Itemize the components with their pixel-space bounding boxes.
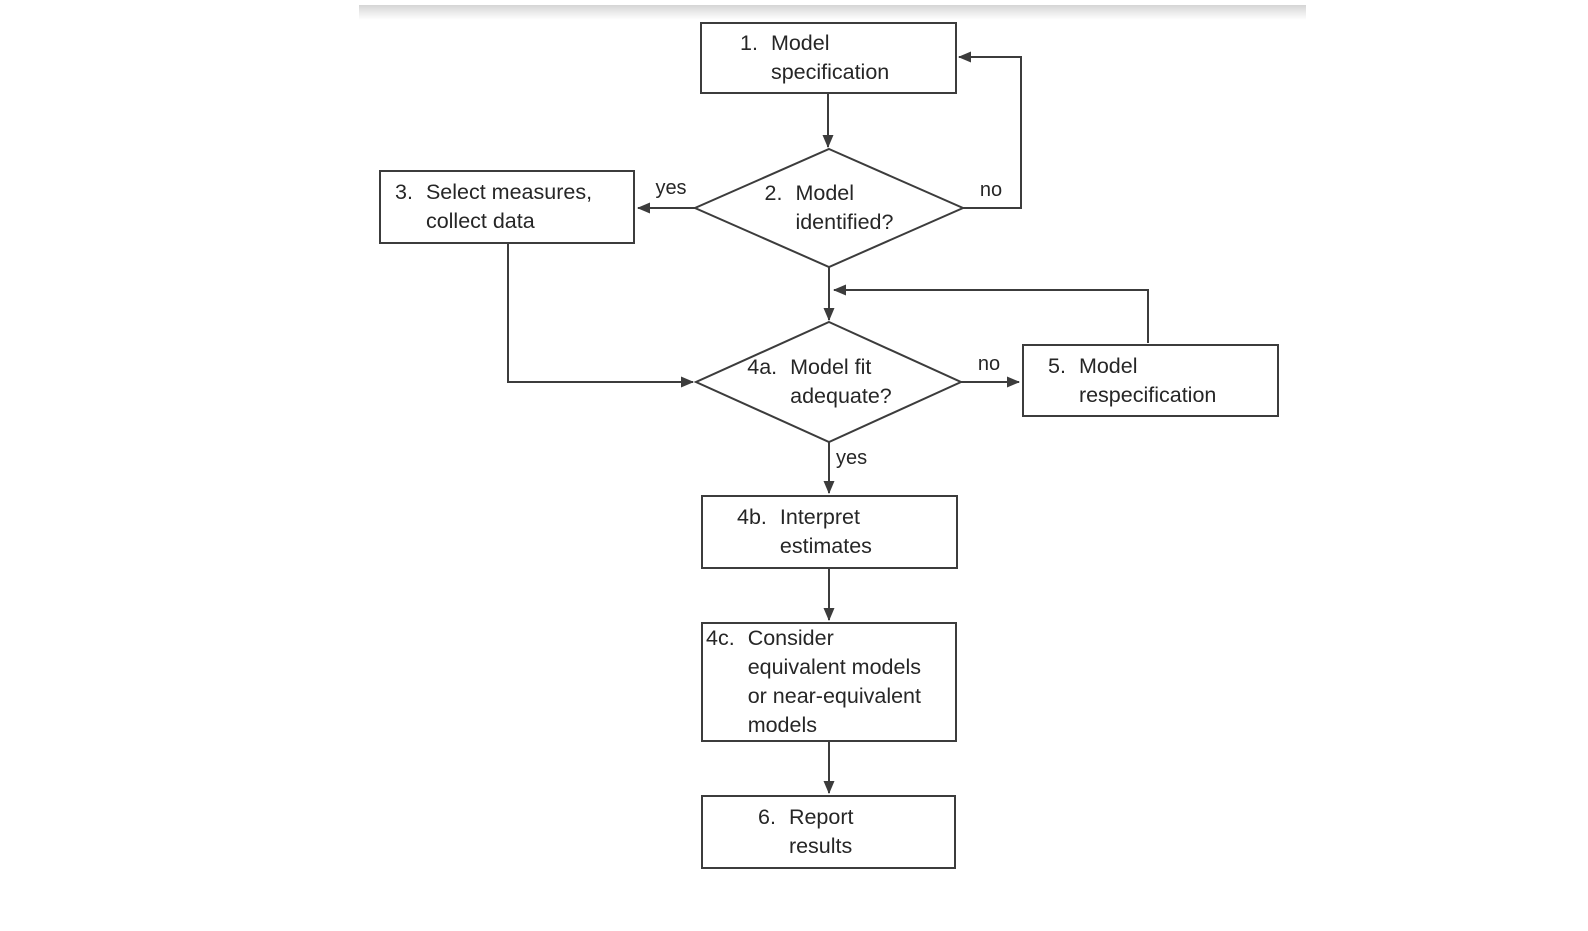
node-line: Report xyxy=(788,805,854,829)
edge-label-model-fit-no: no xyxy=(977,353,1001,375)
node-number: 1. xyxy=(740,31,758,55)
node-model-respecification: 5. Model respecification xyxy=(1022,344,1279,417)
node-line: equivalent models xyxy=(747,655,921,679)
page-top-shade xyxy=(359,5,1306,20)
node-consider-equivalent-models: 4c. Consider equivalent models or near-e… xyxy=(701,622,957,742)
node-line: or near-equivalent xyxy=(747,684,921,708)
decision-model-fit-adequate: 4a. Model fit adequate? xyxy=(696,322,961,442)
node-line: estimates xyxy=(779,534,872,558)
edge-label-model-fit-yes: yes xyxy=(836,447,868,469)
node-report-results: 6. Report results xyxy=(701,795,956,869)
arrow-select-measures-to-model-fit xyxy=(507,244,694,388)
node-line: adequate? xyxy=(790,384,892,408)
node-interpret-estimates: 4b. Interpret estimates xyxy=(701,495,958,569)
node-line: respecification xyxy=(1078,382,1217,407)
node-number: 3. xyxy=(395,180,413,204)
node-line: Model fit xyxy=(790,355,872,379)
node-line: models xyxy=(747,713,817,737)
arrow-respecification-to-model-fit xyxy=(833,284,1149,343)
edge-label-identified-no: no xyxy=(979,179,1003,201)
edge-label-identified-yes: yes xyxy=(655,177,687,199)
node-number: 4a. xyxy=(747,355,778,379)
node-select-measures-text: 3. Select measures, collect data xyxy=(395,178,592,236)
node-line: Model xyxy=(770,31,830,55)
arrow-identified-no-to-specification xyxy=(958,51,1022,209)
node-line: collect data xyxy=(425,209,535,233)
decision-model-identified: 2. Model identified? xyxy=(695,149,963,267)
node-report-results-text: 6. Report results xyxy=(758,803,853,861)
decision-model-fit-adequate-text: 4a. Model fit adequate? xyxy=(747,353,892,411)
node-line: Consider xyxy=(747,626,834,650)
node-line: results xyxy=(788,834,853,858)
node-consider-equivalent-models-text: 4c. Consider equivalent models or near-e… xyxy=(706,624,921,740)
node-line: specification xyxy=(770,60,890,84)
decision-model-identified-shape xyxy=(692,147,966,269)
node-model-respecification-text: 5. Model respecification xyxy=(1048,352,1216,410)
node-line: Select measures, xyxy=(425,180,593,204)
node-number: 2. xyxy=(764,181,783,205)
node-model-specification: 1. Model specification xyxy=(700,22,957,94)
decision-model-identified-text: 2. Model identified? xyxy=(765,179,894,237)
node-number: 5. xyxy=(1048,353,1066,378)
node-number: 4b. xyxy=(737,505,767,529)
node-select-measures: 3. Select measures, collect data xyxy=(379,170,635,244)
node-interpret-estimates-text: 4b. Interpret estimates xyxy=(737,503,872,561)
node-line: Model xyxy=(1078,353,1138,378)
node-number: 4c. xyxy=(706,626,735,650)
decision-model-fit-adequate-shape xyxy=(693,320,964,444)
node-line: identified? xyxy=(795,210,894,234)
node-number: 6. xyxy=(758,805,776,829)
node-model-specification-text: 1. Model specification xyxy=(740,29,889,87)
node-line: Model xyxy=(795,181,855,205)
node-line: Interpret xyxy=(779,505,860,529)
